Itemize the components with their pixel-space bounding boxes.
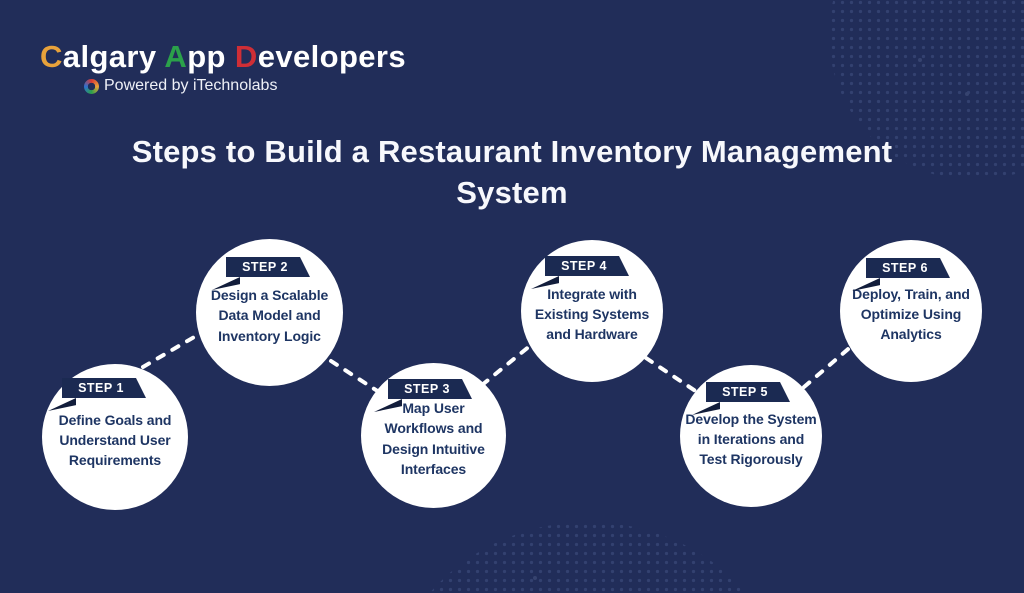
itechnolabs-ring-icon <box>84 78 99 94</box>
decor-dot <box>918 58 922 62</box>
logo-text-algary: algary <box>62 39 165 74</box>
step-6-title: Deploy, Train, and Optimize Using Analyt… <box>852 285 970 343</box>
page-title: Steps to Build a Restaurant Inventory Ma… <box>131 134 893 211</box>
step-5-title: Develop the System in Iterations and Tes… <box>685 410 817 468</box>
logo-letter-a: A <box>164 39 188 74</box>
powered-by-label: Powered by iTechnolabs <box>104 77 278 95</box>
step-6-label: STEP 6 <box>866 258 950 278</box>
logo-text-pp: pp <box>187 39 235 74</box>
step-2-label: STEP 2 <box>226 257 310 277</box>
step-1-label: STEP 1 <box>62 378 146 398</box>
logo-text-evelopers: evelopers <box>257 39 407 74</box>
logo-letter-c: C <box>40 39 63 74</box>
logo-letter-d: D <box>234 39 258 74</box>
connector-step3-step4 <box>480 343 533 387</box>
step-4-circle: Integrate with Existing Systems and Hard… <box>521 240 663 382</box>
step-4-title: Integrate with Existing Systems and Hard… <box>534 285 650 343</box>
decor-dot <box>533 576 537 580</box>
step-5-circle: Develop the System in Iterations and Tes… <box>680 365 822 507</box>
step-5-banner: STEP 5 <box>692 382 790 415</box>
step-1-title: Define Goals and Understand User Require… <box>58 411 172 469</box>
step-2-title: Design a Scalable Data Model and Invento… <box>210 287 329 344</box>
step-4-label: STEP 4 <box>545 256 629 276</box>
decor-dot <box>965 92 969 96</box>
connector-step1-step2 <box>141 331 203 369</box>
step-3-title: Map User Workflows and Design Intuitive … <box>382 399 485 477</box>
connector-step5-step6 <box>802 342 856 389</box>
step-1-banner: STEP 1 <box>48 378 146 411</box>
brand-logo-text: Calgary App Developers <box>40 39 407 74</box>
powered-by-line: Powered by iTechnolabs <box>84 77 406 95</box>
step-4-banner: STEP 4 <box>531 256 629 289</box>
connector-step4-step5 <box>644 356 699 394</box>
step-3-banner: STEP 3 <box>374 379 472 412</box>
connector-step2-step3 <box>329 359 381 394</box>
step-6-banner: STEP 6 <box>852 258 950 291</box>
brand-logo: Calgary App Developers Powered by iTechn… <box>40 39 407 95</box>
step-5-label: STEP 5 <box>706 382 790 402</box>
step-2-banner: STEP 2 <box>212 257 310 290</box>
step-3-label: STEP 3 <box>388 379 472 399</box>
